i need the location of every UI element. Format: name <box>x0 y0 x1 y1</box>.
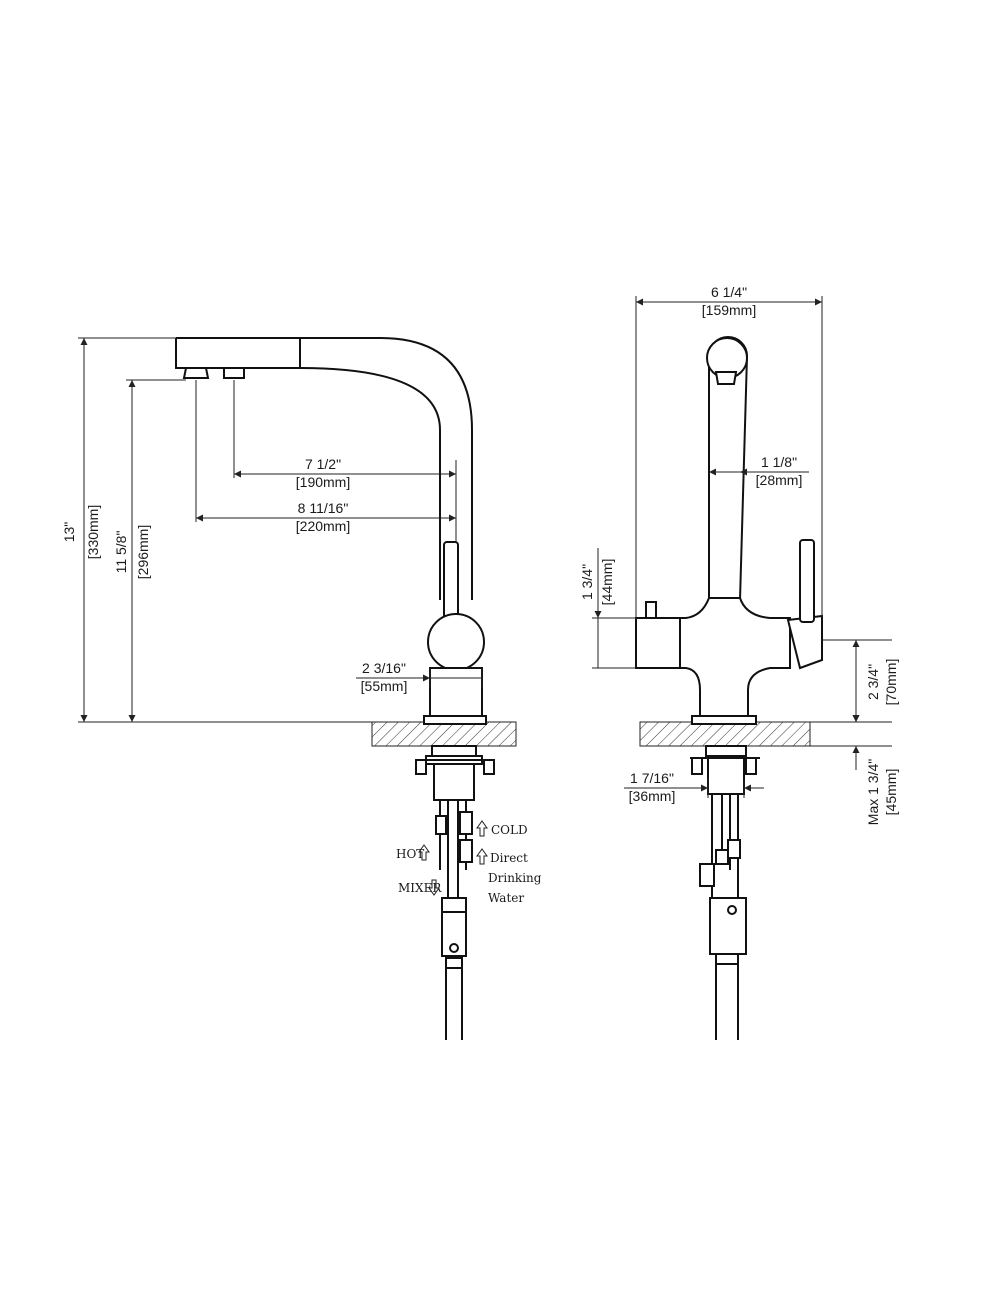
dim-base-height: 2 3/4" [70mm] <box>822 639 899 722</box>
dim-base-width-imperial: 2 3/16" <box>362 660 406 676</box>
dim-base-width-metric: [55mm] <box>361 678 408 694</box>
counter-top-front <box>639 721 811 747</box>
dim-width-total-metric: [159mm] <box>702 302 756 318</box>
under-counter-side <box>415 745 495 1040</box>
dim-base-height-metric: [70mm] <box>883 659 899 706</box>
dim-spout-diameter-metric: [28mm] <box>756 472 803 488</box>
dim-height-outlet-metric: [296mm] <box>135 525 151 579</box>
label-water: Water <box>488 891 524 905</box>
faucet-body-front <box>635 539 823 725</box>
dim-reach-long-metric: [220mm] <box>296 518 350 534</box>
arrow-up-icon <box>418 844 430 861</box>
faucet-body-side <box>423 541 487 725</box>
dim-body-height-metric: [44mm] <box>599 559 615 606</box>
label-direct: Direct <box>490 851 528 865</box>
dim-spout-diameter: 1 1/8" [28mm] <box>709 454 809 488</box>
dim-height-total-imperial: 13" <box>61 522 77 543</box>
dim-shank-diameter-metric: [36mm] <box>629 788 676 804</box>
label-cold: COLD <box>491 823 528 837</box>
dim-height-total-metric: [330mm] <box>85 505 101 559</box>
dim-reach-short-imperial: 7 1/2" <box>305 456 341 472</box>
dim-deck-thickness-imperial: Max 1 3/4" <box>865 759 881 825</box>
dim-height-total: 13" [330mm] <box>61 337 176 722</box>
dim-spout-diameter-imperial: 1 1/8" <box>761 454 797 470</box>
arrow-up-icon <box>476 820 488 837</box>
side-view: 13" [330mm] 11 5/8" [296mm] 7 1/2" [190m… <box>61 337 542 1040</box>
front-view: 6 1/4" [159mm] 1 1/8" [28mm] 1 3/4" [44m… <box>579 284 899 1040</box>
dim-height-outlet: 11 5/8" [296mm] <box>113 379 186 722</box>
dim-reach-long: 8 11/16" [220mm] <box>195 380 456 534</box>
label-drinking: Drinking <box>488 871 542 885</box>
arrow-up-icon <box>476 848 488 865</box>
faucet-spout-side <box>175 337 473 600</box>
dim-body-height: 1 3/4" [44mm] <box>579 548 636 669</box>
dim-base-height-imperial: 2 3/4" <box>865 664 881 700</box>
dim-deck-thickness-metric: [45mm] <box>883 769 899 816</box>
dim-reach-short: 7 1/2" [190mm] <box>233 380 457 542</box>
dim-reach-short-metric: [190mm] <box>296 474 350 490</box>
dim-body-height-imperial: 1 3/4" <box>579 564 595 600</box>
dim-width-total-imperial: 6 1/4" <box>711 284 747 300</box>
under-counter-front <box>690 745 760 1040</box>
label-hot: HOT <box>396 847 424 861</box>
dim-height-outlet-imperial: 11 5/8" <box>113 531 129 574</box>
dim-base-width: 2 3/16" [55mm] <box>356 660 483 694</box>
counter-top-side <box>371 721 517 747</box>
hose-labels: COLD HOT Direct Drinking Water MIXER <box>396 820 542 905</box>
dim-deck-thickness: Max 1 3/4" [45mm] <box>852 700 899 825</box>
dim-shank-diameter: 1 7/16" [36mm] <box>624 770 764 804</box>
dim-width-total: 6 1/4" [159mm] <box>635 284 823 618</box>
dim-shank-diameter-imperial: 1 7/16" <box>630 770 674 786</box>
arrow-down-icon <box>428 879 440 896</box>
dim-reach-long-imperial: 8 11/16" <box>298 500 349 516</box>
faucet-spout-front <box>706 336 749 601</box>
